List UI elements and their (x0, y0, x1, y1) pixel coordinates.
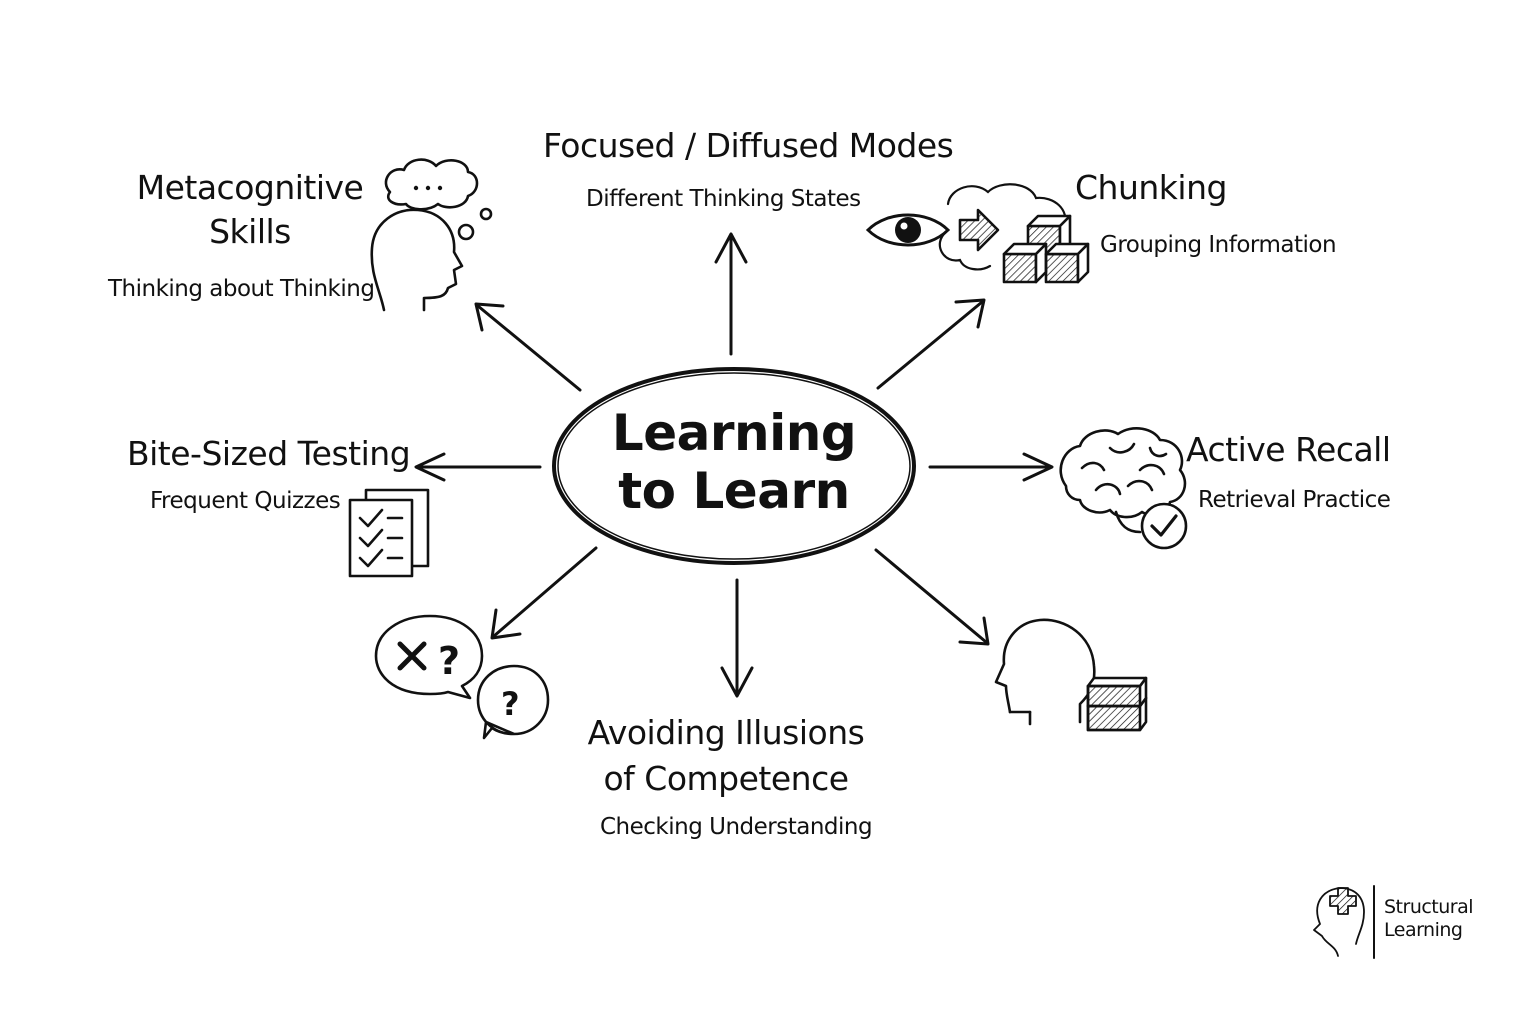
metacognitive-title-line2: Skills (209, 212, 291, 251)
metacognitive-title: Metacognitive Skills (120, 166, 380, 254)
brand-name: Structural Learning (1384, 896, 1474, 942)
arrow-to-metacognitive (474, 302, 582, 392)
active-recall-subtitle: Retrieval Practice (1198, 487, 1391, 513)
eye-arrow-blocks-icon (865, 183, 1090, 284)
chunking-title: Chunking (1075, 168, 1227, 207)
center-title: Learning to Learn (604, 404, 864, 520)
metacognitive-title-line1: Metacognitive (136, 168, 364, 207)
chunking-subtitle: Grouping Information (1100, 232, 1337, 258)
brand-name-line2: Learning (1384, 919, 1463, 941)
center-ellipse (552, 367, 916, 565)
question-mark-small: ? (501, 685, 520, 723)
metacognitive-subtitle: Thinking about Thinking (108, 276, 375, 302)
arrow-to-chunking (876, 298, 986, 390)
center-title-line1: Learning (611, 404, 857, 462)
illusions-title-line2: of Competence (603, 759, 849, 798)
bite-sized-title: Bite-Sized Testing (127, 434, 411, 473)
active-recall-title: Active Recall (1186, 430, 1391, 469)
arrow-to-focused (714, 232, 748, 356)
brand-head-logo-icon (1313, 885, 1375, 959)
brand-name-line1: Structural (1384, 896, 1474, 918)
focused-title: Focused / Diffused Modes (543, 126, 954, 165)
arrow-to-interleaving (874, 548, 990, 646)
brain-check-icon (1059, 427, 1188, 550)
center-title-line2: to Learn (618, 462, 850, 520)
question-mark-big: ? (438, 639, 460, 683)
illusions-title: Avoiding Illusions of Competence (586, 710, 866, 802)
arrow-to-active-recall (928, 452, 1054, 482)
bite-sized-subtitle: Frequent Quizzes (150, 488, 341, 514)
arrow-to-illusions (720, 578, 754, 698)
thinking-head-icon (370, 158, 493, 312)
question-bubbles-icon (374, 614, 550, 740)
arrow-to-bite-sized (414, 452, 542, 482)
center-ellipse-inner (557, 372, 911, 560)
illusions-title-line1: Avoiding Illusions (587, 713, 865, 752)
focused-subtitle: Different Thinking States (586, 186, 861, 212)
illusions-subtitle: Checking Understanding (600, 814, 873, 840)
checklist-icon (348, 488, 430, 578)
head-blocks-icon (994, 618, 1148, 732)
arrow-to-illusions-icon (490, 546, 598, 640)
thought-dots (413, 185, 443, 191)
